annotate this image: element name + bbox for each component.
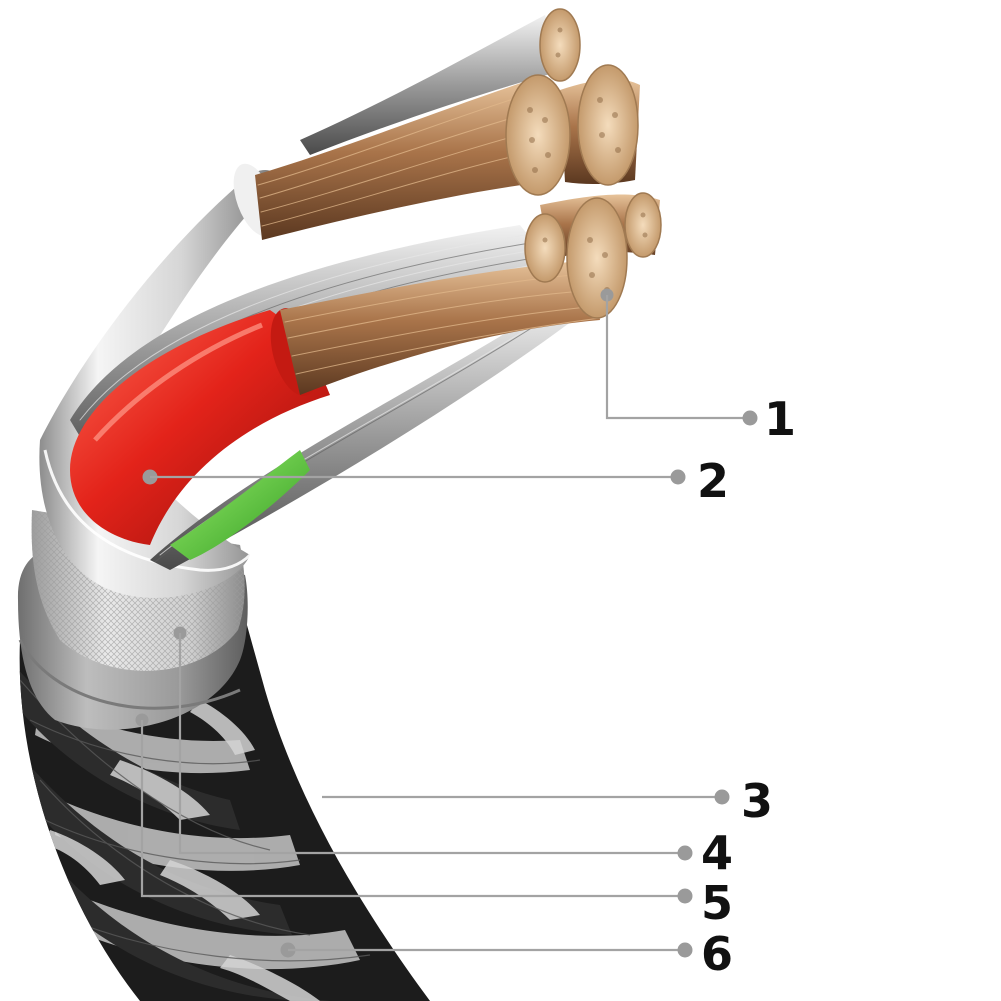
callout-number-3: 3 [741,774,773,828]
callout-3: 3 [322,774,773,828]
conductor-end-faces [505,8,662,319]
callout-5: 5 [135,713,733,930]
callout-number-5: 5 [701,876,733,930]
callout-1: 1 [600,288,796,446]
callout-4: 4 [173,626,733,880]
callout-number-6: 6 [701,927,733,981]
callout-number-4: 4 [701,826,733,880]
callout-6: 6 [280,927,733,981]
callout-2: 2 [142,454,729,508]
callout-number-1: 1 [764,392,796,446]
callout-number-2: 2 [697,454,729,508]
copper-conductor-bundle [255,8,662,395]
